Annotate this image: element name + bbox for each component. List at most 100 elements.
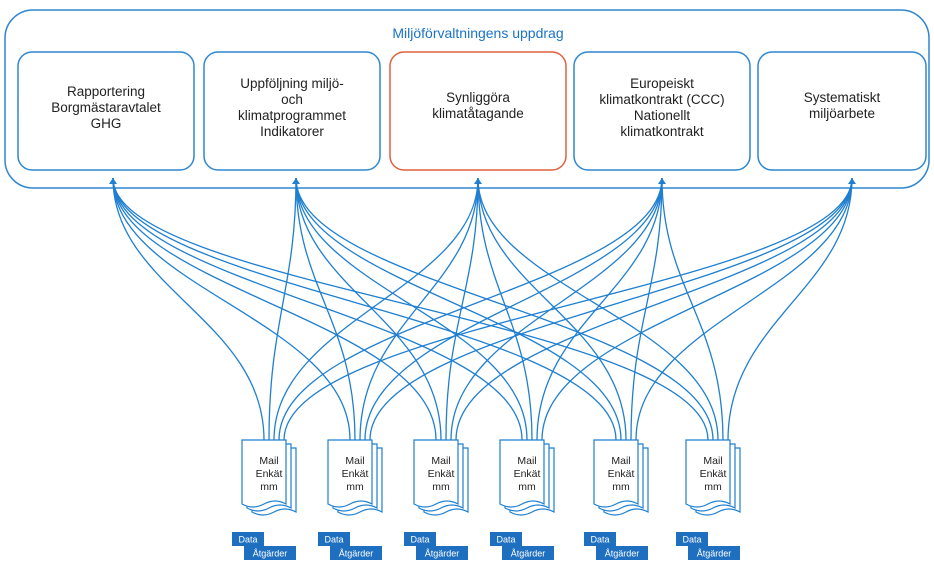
mission-box-frame (757, 51, 927, 171)
mission-box-label: Nationellt (634, 108, 691, 123)
mission-box-label: Uppföljning miljö- (240, 76, 344, 91)
connection-line (295, 177, 714, 441)
source-label: Mail (431, 455, 450, 467)
connection-line (477, 177, 627, 441)
source-label: Mail (703, 455, 722, 467)
source-label: mm (704, 481, 722, 493)
mission-box-label: Systematiskt (804, 90, 881, 105)
source-label: Enkät (256, 468, 283, 480)
connection-line (112, 177, 709, 441)
connection-line (455, 177, 853, 441)
connection-lines (109, 177, 856, 441)
actions-badge (502, 546, 554, 560)
data-badge (676, 532, 708, 546)
actions-badge (596, 546, 648, 560)
source-label: Mail (611, 455, 630, 467)
actions-badge (330, 546, 382, 560)
source-label: Enkät (428, 468, 455, 480)
source-documents: MailEnkätmmDataÅtgärderMailEnkätmmDataÅt… (232, 439, 741, 560)
mission-box-label: GHG (91, 116, 122, 131)
mission-box-label: Europeiskt (630, 76, 694, 91)
source-label: Mail (517, 455, 536, 467)
source-label: mm (518, 481, 536, 493)
connection-line (112, 177, 351, 441)
connection-line (295, 177, 442, 441)
data-badge-label: Data (590, 535, 609, 545)
actions-badge-label: Åtgärder (253, 549, 288, 559)
connection-line (450, 177, 663, 441)
source-label: Mail (259, 455, 278, 467)
document-sheet-icon (593, 439, 639, 508)
actions-badge-label: Åtgärder (339, 549, 374, 559)
connection-line (278, 177, 663, 441)
document-sheet-icon (685, 439, 731, 508)
arrowhead-icon (474, 178, 482, 184)
actions-badge-label: Åtgärder (605, 549, 640, 559)
connection-line (727, 177, 853, 441)
data-badge (490, 532, 522, 546)
data-badge-label: Data (682, 535, 701, 545)
mission-box-label: och (281, 92, 303, 107)
connection-line (268, 177, 297, 441)
data-badge (232, 532, 264, 546)
mission-box-label: miljöarbete (809, 106, 875, 121)
mission-box-label: Rapportering (67, 84, 145, 99)
actions-badge (416, 546, 468, 560)
mission-box-frame (17, 51, 195, 171)
connection-line (295, 177, 356, 441)
connection-line (112, 177, 437, 441)
connection-line (661, 177, 724, 441)
mission-box-label: klimatåtagande (432, 106, 524, 121)
connection-line (369, 177, 853, 441)
arrowhead-icon (292, 178, 300, 184)
source-label: Mail (345, 455, 364, 467)
data-badge-label: Data (410, 535, 429, 545)
actions-badge-label: Åtgärder (511, 549, 546, 559)
connection-line (477, 177, 719, 441)
source-label: Enkät (514, 468, 541, 480)
connection-line (477, 177, 533, 441)
data-badge (404, 532, 436, 546)
connection-line (112, 177, 523, 441)
connection-line (112, 177, 617, 441)
connection-line (112, 177, 265, 441)
mission-box-frame (573, 51, 751, 171)
actions-badge-label: Åtgärder (697, 549, 732, 559)
arrowhead-icon (109, 178, 117, 184)
mission-title: Miljöförvaltningens uppdrag (392, 25, 563, 41)
connection-line (295, 177, 528, 441)
connection-line (536, 177, 663, 441)
connection-line (630, 177, 663, 441)
data-badge-label: Data (238, 535, 257, 545)
connection-line (283, 177, 853, 441)
connection-line (364, 177, 663, 441)
data-badge (318, 532, 350, 546)
mission-box-frame (389, 51, 567, 171)
mission-box-label: klimatkontrakt (CCC) (599, 92, 724, 107)
document-sheet-icon (499, 439, 545, 508)
arrowhead-icon (658, 178, 666, 184)
connection-line (295, 177, 622, 441)
actions-badge (688, 546, 740, 560)
data-badge-label: Data (496, 535, 515, 545)
connection-line (635, 177, 853, 441)
connection-line (273, 177, 479, 441)
mission-box-label: Indikatorer (260, 124, 324, 139)
source-label: mm (346, 481, 364, 493)
mission-box-label: Borgmästaravtalet (51, 100, 161, 115)
document-sheet-icon (241, 439, 287, 508)
source-label: Enkät (700, 468, 727, 480)
connection-line (445, 177, 479, 441)
data-badge-label: Data (324, 535, 343, 545)
